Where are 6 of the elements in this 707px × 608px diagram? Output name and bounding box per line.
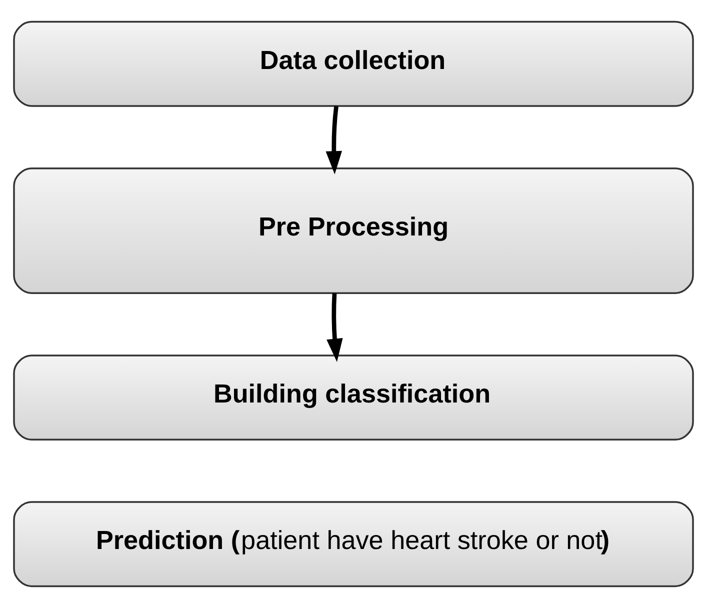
arrow [326,293,343,362]
node-box: Data collection [13,20,694,107]
node-box: Building classification [13,354,694,441]
arrow [326,106,342,174]
node-box: Pre Processing [13,167,694,294]
node-box: Prediction (patient have heart stroke or not) [13,501,694,588]
